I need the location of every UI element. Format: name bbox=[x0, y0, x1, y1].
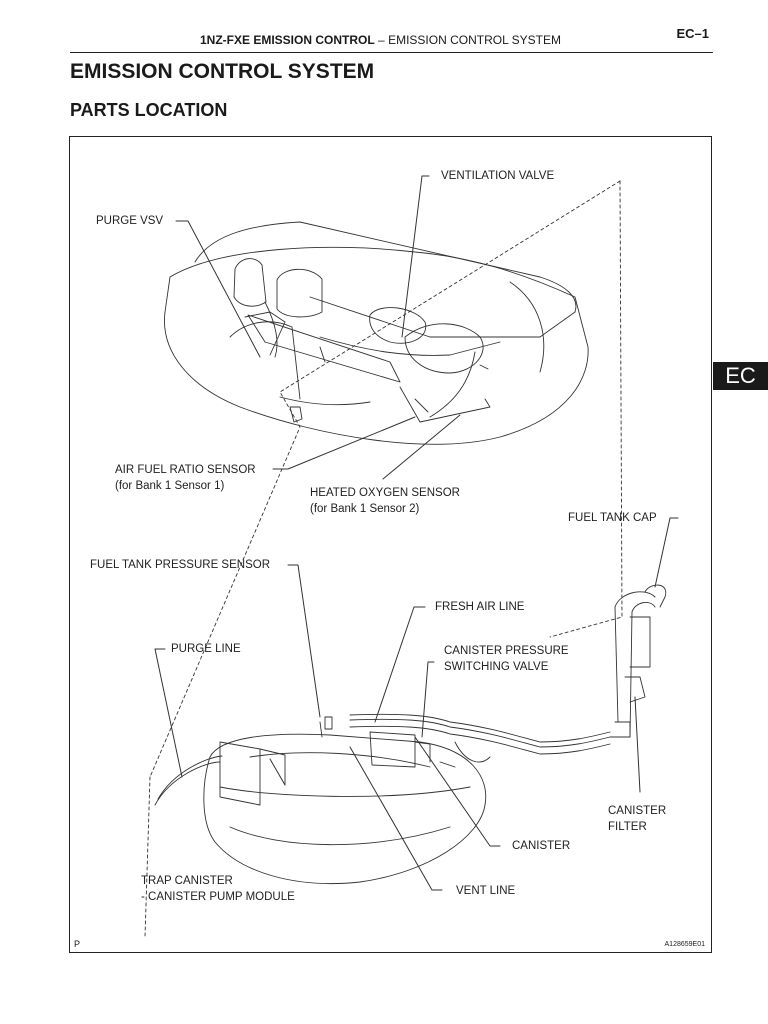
engine-bay-illustration bbox=[164, 221, 589, 445]
label-fuel-tank-pressure-sensor: FUEL TANK PRESSURE SENSOR bbox=[90, 559, 270, 571]
label-air-fuel-ratio-sensor-sub: (for Bank 1 Sensor 1) bbox=[115, 480, 225, 492]
page-number: EC–1 bbox=[676, 26, 709, 41]
label-air-fuel-ratio-sensor: AIR FUEL RATIO SENSOR bbox=[115, 464, 256, 476]
label-trap-canister-1: TRAP CANISTER bbox=[141, 875, 233, 887]
label-canister-pressure-switching-valve-1: CANISTER PRESSURE bbox=[444, 645, 569, 657]
page-title: EMISSION CONTROL SYSTEM bbox=[70, 60, 375, 83]
label-canister-filter-2: FILTER bbox=[608, 821, 647, 833]
label-canister-pressure-switching-valve-2: SWITCHING VALVE bbox=[444, 661, 549, 673]
label-heated-oxygen-sensor-sub: (for Bank 1 Sensor 2) bbox=[310, 503, 420, 515]
parts-diagram bbox=[144, 175, 679, 938]
label-fuel-tank-cap: FUEL TANK CAP bbox=[568, 512, 657, 524]
page-header: 1NZ-FXE EMISSION CONTROL – EMISSION CONT… bbox=[70, 26, 713, 53]
label-canister-filter-1: CANISTER bbox=[608, 805, 667, 817]
figure-id: A128659E01 bbox=[664, 941, 705, 948]
parts-location-figure: VENTILATION VALVE PURGE VSV AIR FUEL RAT… bbox=[69, 136, 712, 953]
figure-corner-mark: P bbox=[74, 939, 81, 949]
label-ventilation-valve: VENTILATION VALVE bbox=[441, 170, 555, 182]
label-vent-line: VENT LINE bbox=[456, 885, 516, 897]
label-canister: CANISTER bbox=[512, 840, 571, 852]
fuel-tank-illustration bbox=[154, 584, 667, 885]
label-purge-line: PURGE LINE bbox=[171, 643, 241, 655]
label-purge-vsv: PURGE VSV bbox=[96, 215, 164, 227]
label-heated-oxygen-sensor: HEATED OXYGEN SENSOR bbox=[310, 487, 460, 499]
section-tab: EC bbox=[713, 362, 768, 390]
leader-lines bbox=[154, 175, 679, 891]
label-fresh-air-line: FRESH AIR LINE bbox=[435, 601, 525, 613]
dashed-guides bbox=[144, 180, 623, 938]
section-subtitle: PARTS LOCATION bbox=[70, 100, 228, 120]
header-section: 1NZ-FXE EMISSION CONTROL – EMISSION CONT… bbox=[200, 33, 561, 47]
label-trap-canister-2: - CANISTER PUMP MODULE bbox=[141, 891, 295, 903]
